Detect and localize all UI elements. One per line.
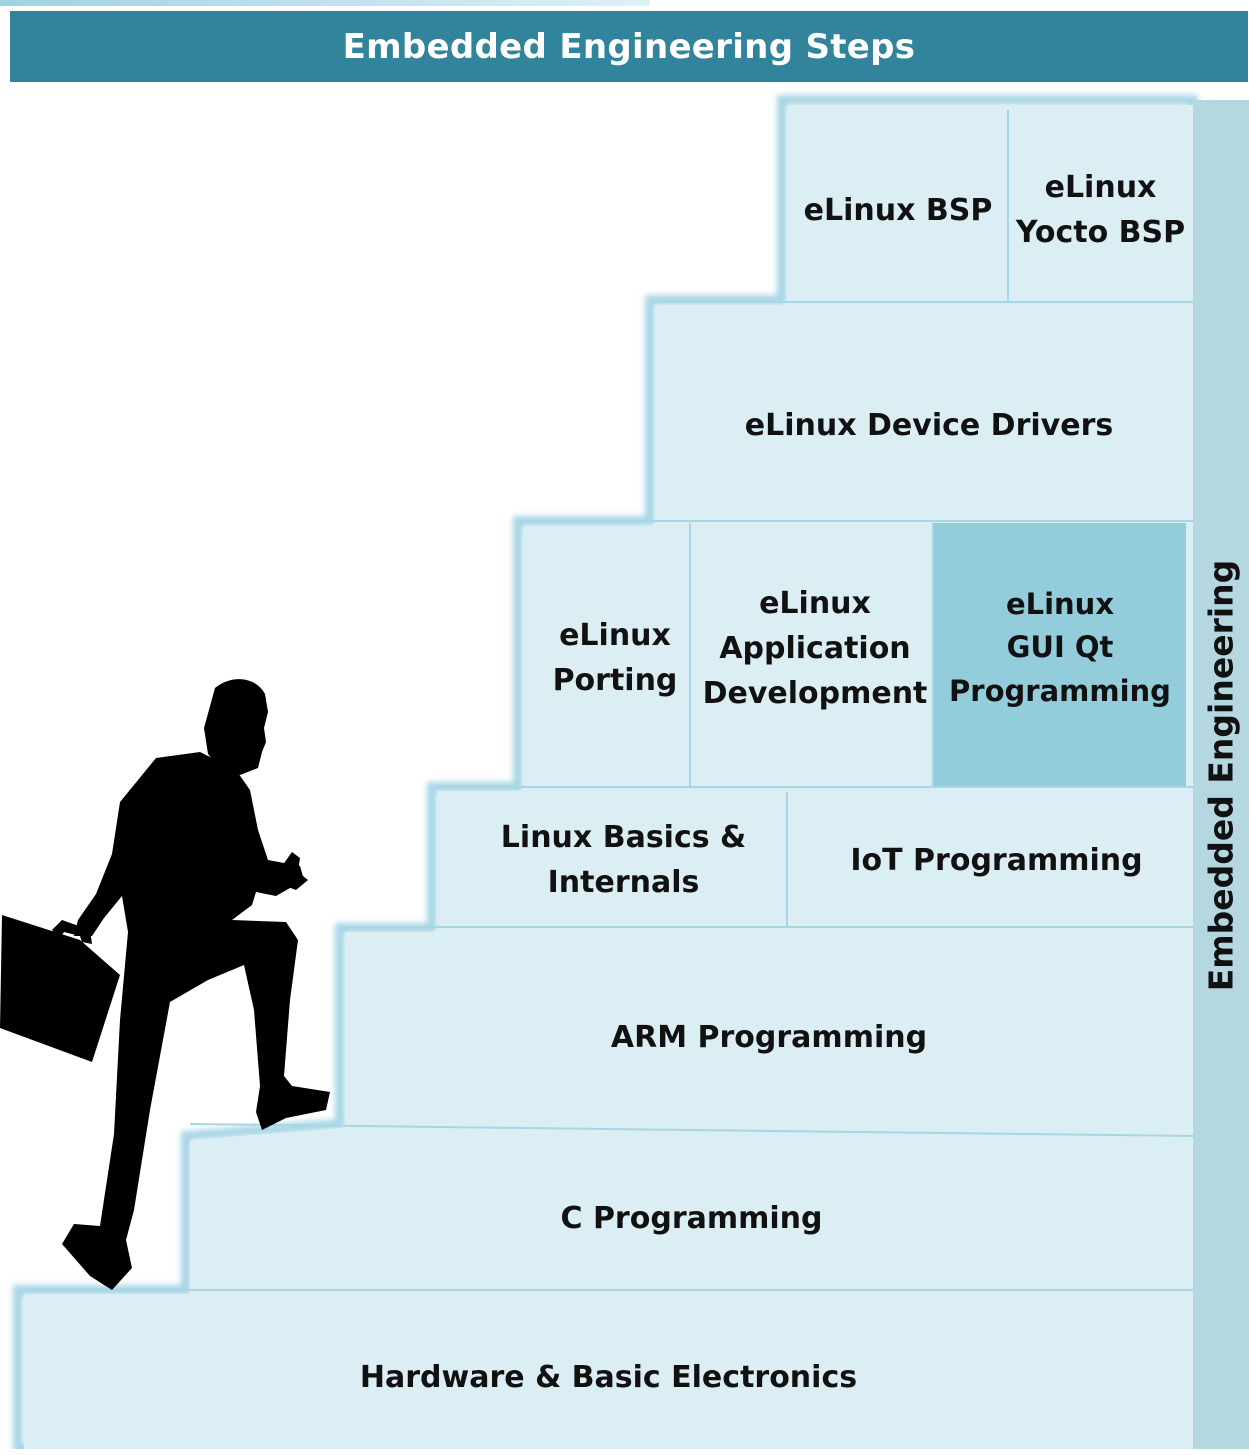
step-label-line: Porting: [552, 663, 678, 698]
highlight-cell-bg: [934, 523, 1186, 786]
briefcase-handle: [52, 920, 92, 944]
step-label-line: GUI Qt: [1006, 630, 1114, 665]
step-label-line: eLinux: [1005, 586, 1115, 621]
step-dividers: [24, 301, 1194, 1291]
sidebar-label-text: Embedded Engineering: [1201, 559, 1241, 991]
step-elinux-device-drivers: eLinux Device Drivers: [665, 320, 1193, 530]
step-elinux-gui-qt-programming: eLinux GUI Qt Programming: [934, 523, 1186, 773]
step-label-line: Application: [719, 630, 911, 666]
sidebar-label: Embedded Engineering: [1193, 559, 1249, 991]
step-label: IoT Programming: [850, 842, 1143, 878]
step-label-line: eLinux: [1044, 170, 1157, 205]
step-elinux-bsp: eLinux BSP: [788, 110, 1008, 310]
step-hardware-basic-electronics: Hardware & Basic Electronics: [24, 1300, 1193, 1455]
step-label-line: eLinux: [559, 618, 671, 653]
header-banner: Embedded Engineering Steps: [10, 11, 1248, 82]
step-elinux-application-development: eLinux Application Development: [696, 523, 934, 773]
sidebar-column: [1193, 100, 1249, 1449]
hand: [280, 852, 308, 890]
step-label: Hardware & Basic Electronics: [359, 1360, 858, 1395]
step-label: C Programming: [560, 1200, 823, 1236]
step-elinux-yocto-bsp: eLinux Yocto BSP: [1008, 110, 1193, 310]
briefcase-icon: [0, 915, 120, 1062]
cell-dividers: [689, 110, 1009, 927]
step-label-line: Internals: [547, 865, 700, 900]
step-label-line: Linux Basics &: [500, 820, 747, 855]
step-label-line: Development: [702, 675, 928, 711]
top-accent-line: [0, 0, 650, 6]
step-label-line: Yocto BSP: [1015, 215, 1186, 250]
step-elinux-porting: eLinux Porting: [536, 530, 694, 786]
staircase-body: [24, 105, 1193, 1449]
step-c-programming: C Programming: [190, 1140, 1193, 1296]
step-linux-basics-internals: Linux Basics & Internals: [460, 794, 787, 926]
step-iot-programming: IoT Programming: [800, 794, 1193, 926]
step-label: eLinux Device Drivers: [744, 407, 1114, 443]
climbing-man-silhouette: [0, 679, 330, 1290]
head: [204, 679, 268, 775]
step-arm-programming: ARM Programming: [345, 932, 1193, 1142]
page-title: Embedded Engineering Steps: [342, 26, 916, 67]
body: [62, 752, 330, 1290]
step-label: eLinux BSP: [803, 192, 993, 228]
step-label-line: eLinux: [759, 585, 871, 621]
step-label: ARM Programming: [610, 1019, 928, 1055]
divider-line: [189, 1123, 1194, 1137]
step-label-line: Programming: [949, 673, 1171, 708]
